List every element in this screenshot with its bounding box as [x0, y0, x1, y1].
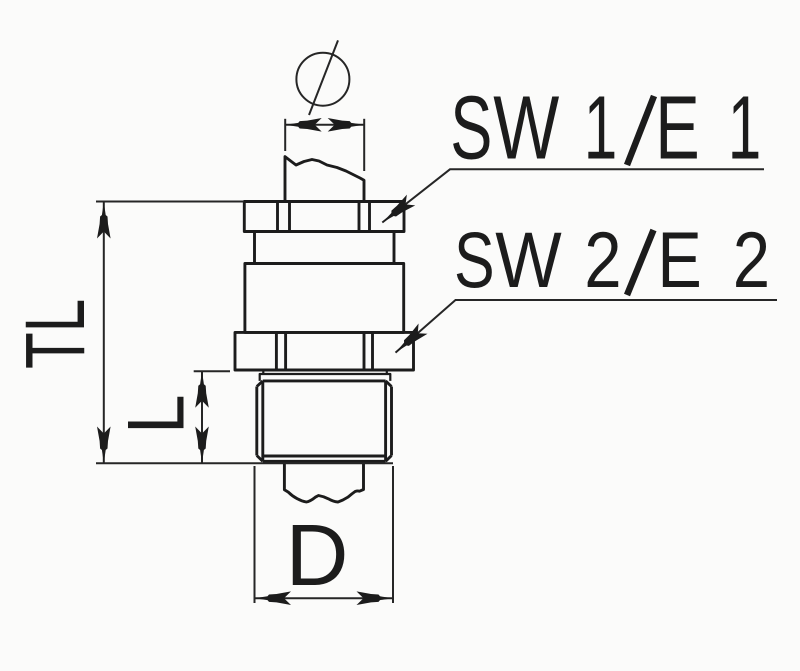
svg-text:2: 2	[584, 216, 621, 304]
svg-text:S: S	[454, 215, 495, 303]
svg-text:2: 2	[733, 216, 770, 304]
svg-text:1: 1	[584, 79, 618, 179]
svg-text:E: E	[657, 217, 701, 305]
svg-text:D: D	[286, 507, 349, 604]
svg-text:W: W	[493, 78, 559, 179]
svg-text:1: 1	[728, 79, 762, 179]
svg-text:TL: TL	[9, 299, 102, 369]
svg-text:W: W	[495, 215, 562, 304]
svg-text:S: S	[450, 79, 492, 179]
svg-text:L: L	[111, 394, 201, 434]
svg-text:E: E	[655, 77, 699, 178]
